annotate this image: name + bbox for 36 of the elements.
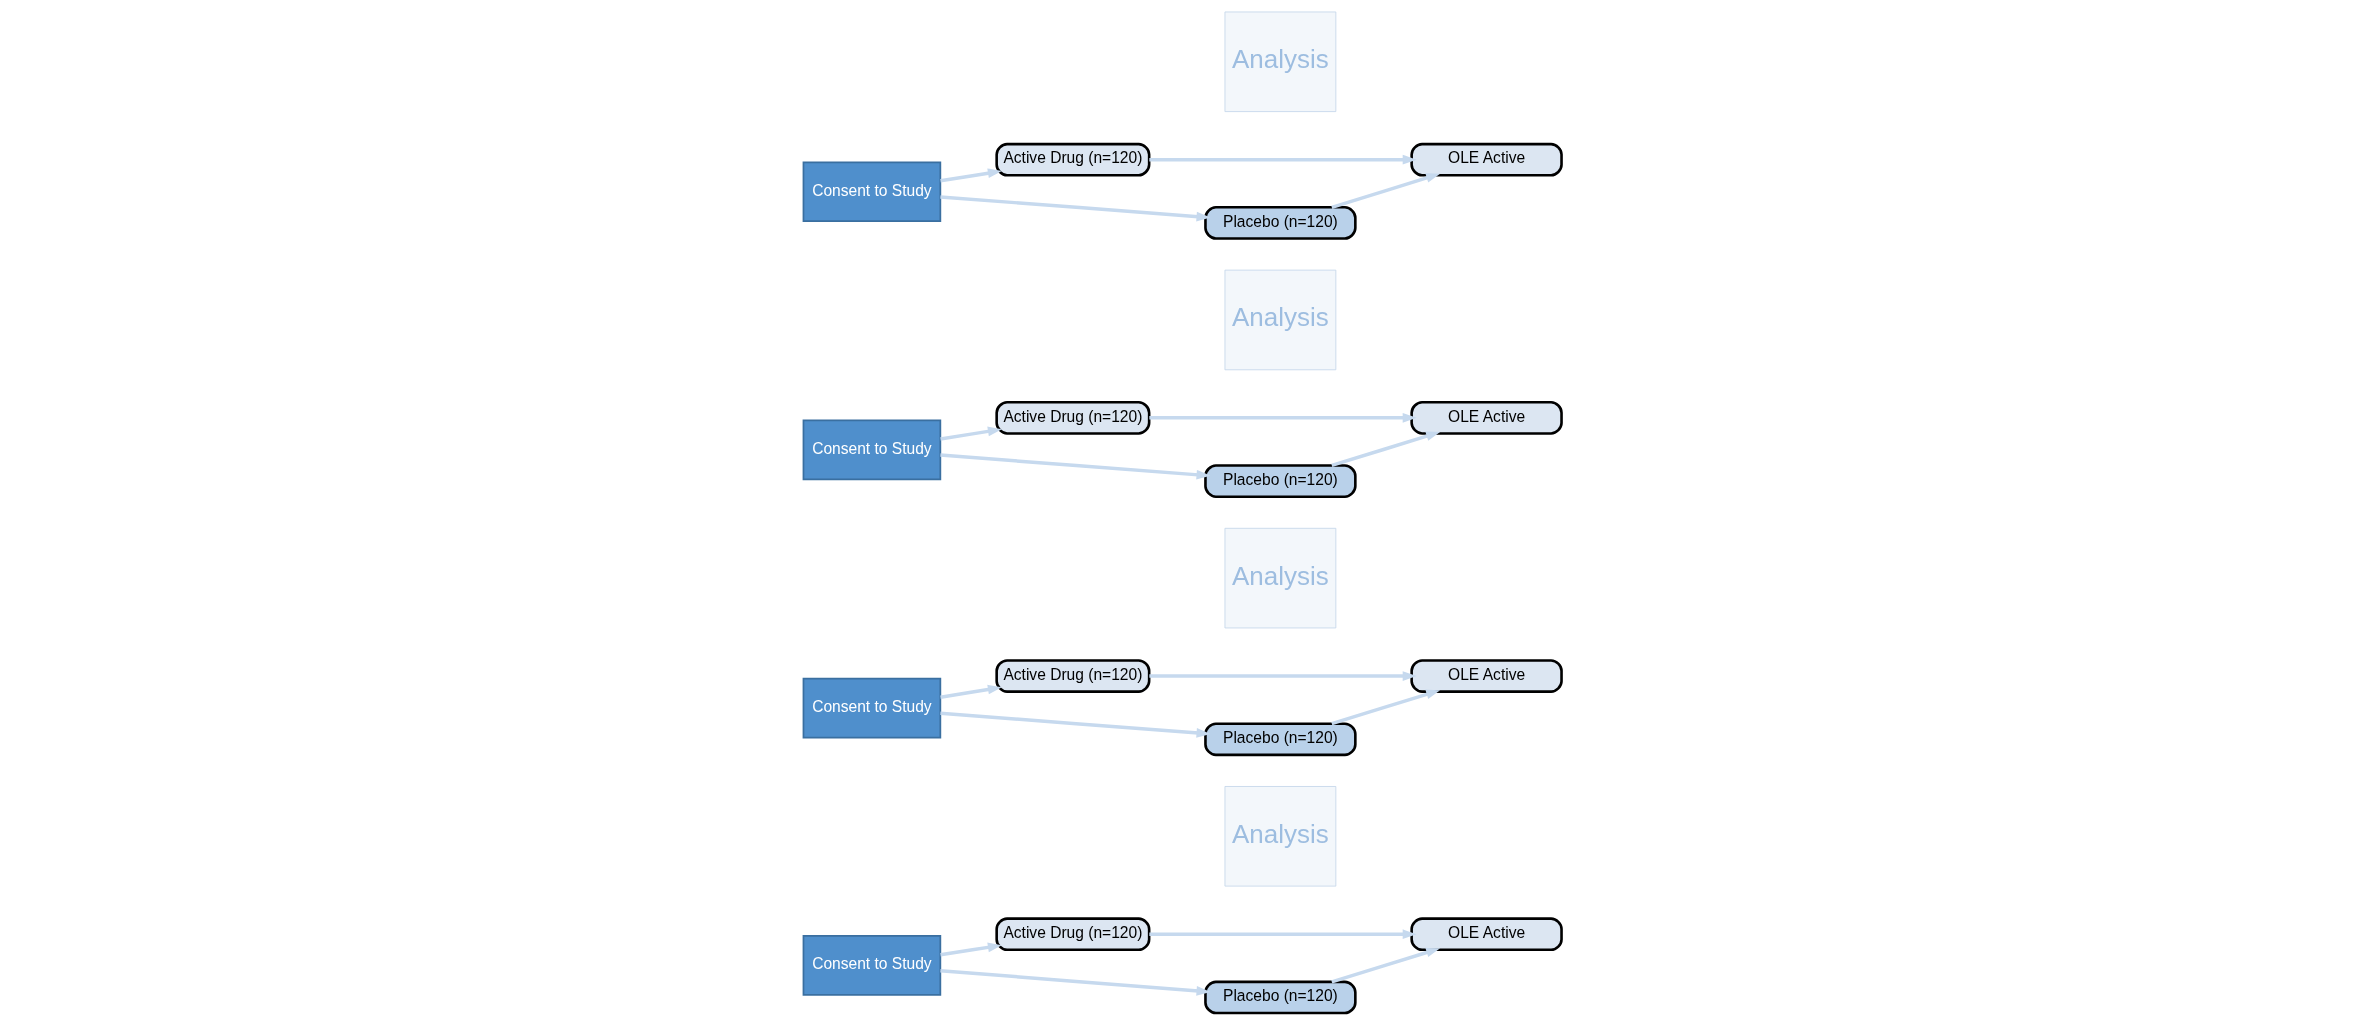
arrow xyxy=(939,942,1002,957)
node-box: Consent to Study xyxy=(802,419,941,481)
arrow xyxy=(939,168,1002,183)
node-box: Placebo (n=120) xyxy=(1203,722,1357,757)
arrow xyxy=(939,426,1002,441)
node-box: Analysis xyxy=(1224,11,1336,113)
arrow xyxy=(939,969,1210,996)
node-box: Placebo (n=120) xyxy=(1203,464,1357,498)
arrow xyxy=(939,195,1210,222)
node-box: Consent to Study xyxy=(802,935,941,996)
node-box: Active Drug (n=120) xyxy=(994,400,1150,435)
arrow xyxy=(1148,929,1417,940)
node-box: Consent to Study xyxy=(802,677,941,739)
node-box: OLE Active xyxy=(1409,400,1563,435)
arrow xyxy=(1148,671,1417,681)
arrow xyxy=(1148,412,1417,423)
node-box: Placebo (n=120) xyxy=(1203,206,1357,240)
node-box: Placebo (n=120) xyxy=(1203,980,1357,1015)
arrow xyxy=(1330,689,1440,726)
node-box: Active Drug (n=120) xyxy=(994,917,1150,952)
node-box: OLE Active xyxy=(1409,659,1563,693)
arrow xyxy=(1148,154,1417,165)
arrow xyxy=(1330,431,1440,468)
node-box: OLE Active xyxy=(1409,917,1563,952)
arrow xyxy=(939,684,1002,699)
node-box: OLE Active xyxy=(1409,142,1563,177)
node-box: Analysis xyxy=(1224,786,1336,887)
node-box: Consent to Study xyxy=(802,161,941,223)
node-box: Active Drug (n=120) xyxy=(994,142,1150,177)
node-box: Active Drug (n=120) xyxy=(994,659,1150,693)
arrow xyxy=(939,453,1210,480)
arrow xyxy=(939,711,1210,738)
node-box: Analysis xyxy=(1224,527,1336,629)
arrow xyxy=(1330,947,1440,984)
node-box: Analysis xyxy=(1224,269,1336,371)
arrow xyxy=(1330,173,1440,209)
